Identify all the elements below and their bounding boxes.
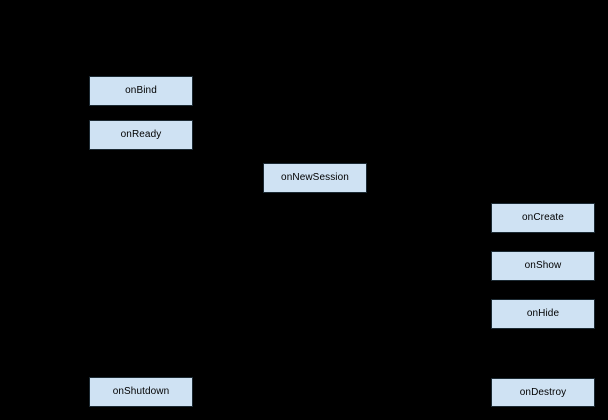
node-on-destroy: onDestroy xyxy=(491,378,595,407)
node-on-hide: onHide xyxy=(491,299,595,329)
node-label: onBind xyxy=(125,85,157,96)
node-label: onShow xyxy=(524,260,562,271)
node-on-new-session: onNewSession xyxy=(263,163,367,193)
node-label: onNewSession xyxy=(281,172,349,183)
node-on-show: onShow xyxy=(491,251,595,281)
node-on-create: onCreate xyxy=(491,203,595,233)
node-on-ready: onReady xyxy=(89,120,193,150)
node-label: onShutdown xyxy=(112,386,170,397)
node-label: onCreate xyxy=(522,212,564,223)
node-label: onReady xyxy=(120,129,162,140)
node-label: onHide xyxy=(526,308,560,319)
node-on-bind: onBind xyxy=(89,76,193,106)
node-label: onDestroy xyxy=(519,386,567,398)
node-on-shutdown: onShutdown xyxy=(89,377,193,407)
